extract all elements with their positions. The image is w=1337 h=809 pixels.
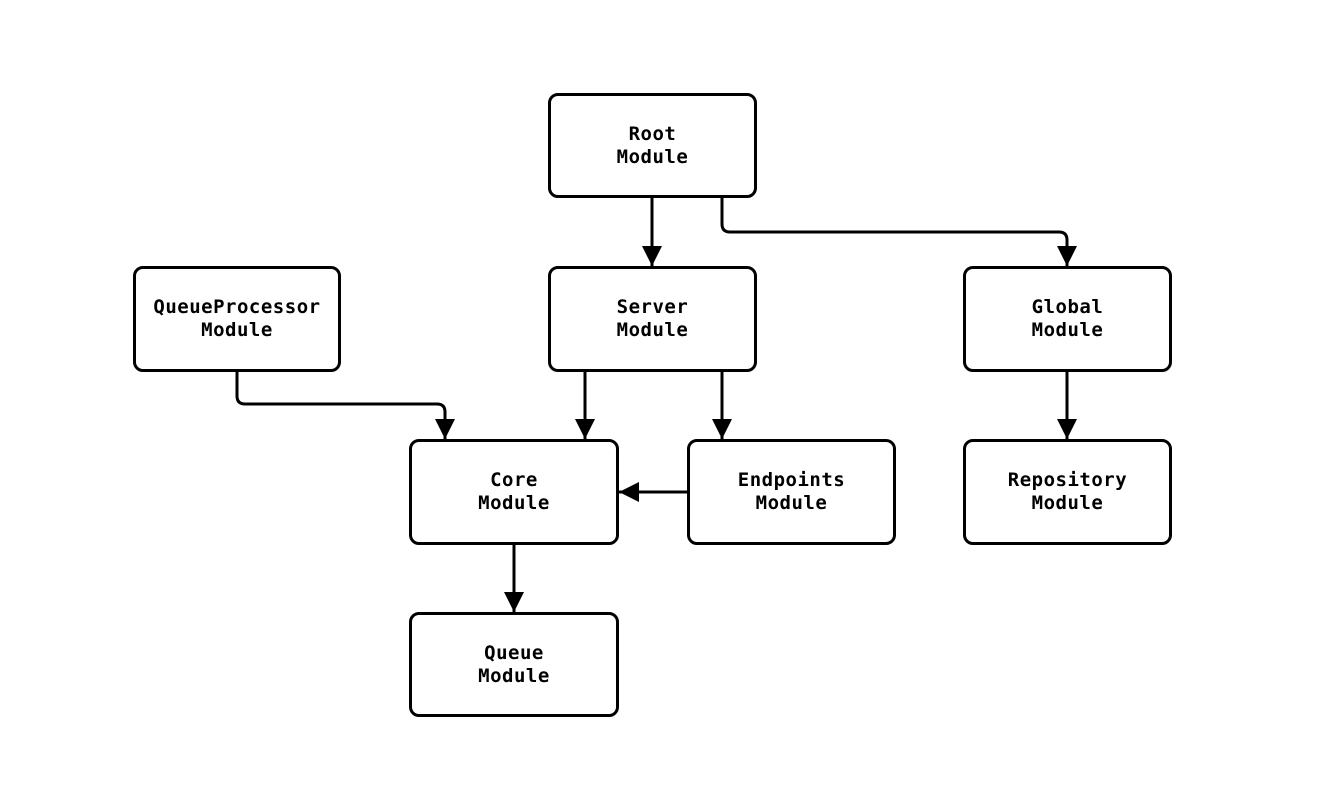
node-endpoints-module: Endpoints Module xyxy=(687,439,896,545)
edge-queueprocessor-to-core xyxy=(235,372,455,439)
node-core-module-label: Core Module xyxy=(478,469,550,514)
edge-root-to-global xyxy=(720,198,1077,266)
node-server-module-label: Server Module xyxy=(616,296,689,341)
node-queue-module: Queue Module xyxy=(409,612,619,717)
node-repository-module: Repository Module xyxy=(963,439,1172,545)
node-root-module-label: Root Module xyxy=(616,122,689,168)
node-server-module: Server Module xyxy=(548,266,757,372)
node-core-module: Core Module xyxy=(409,439,619,545)
node-queueprocessor-module: QueueProcessor Module xyxy=(133,266,341,372)
node-repository-module-label: Repository Module xyxy=(1007,469,1128,514)
node-endpoints-module-label: Endpoints Module xyxy=(737,469,846,514)
node-queue-module-label: Queue Module xyxy=(478,641,550,687)
node-queueprocessor-module-label: QueueProcessor Module xyxy=(153,296,321,341)
node-global-module: Global Module xyxy=(963,266,1172,372)
node-global-module-label: Global Module xyxy=(1031,296,1104,341)
node-root-module: Root Module xyxy=(548,93,757,198)
